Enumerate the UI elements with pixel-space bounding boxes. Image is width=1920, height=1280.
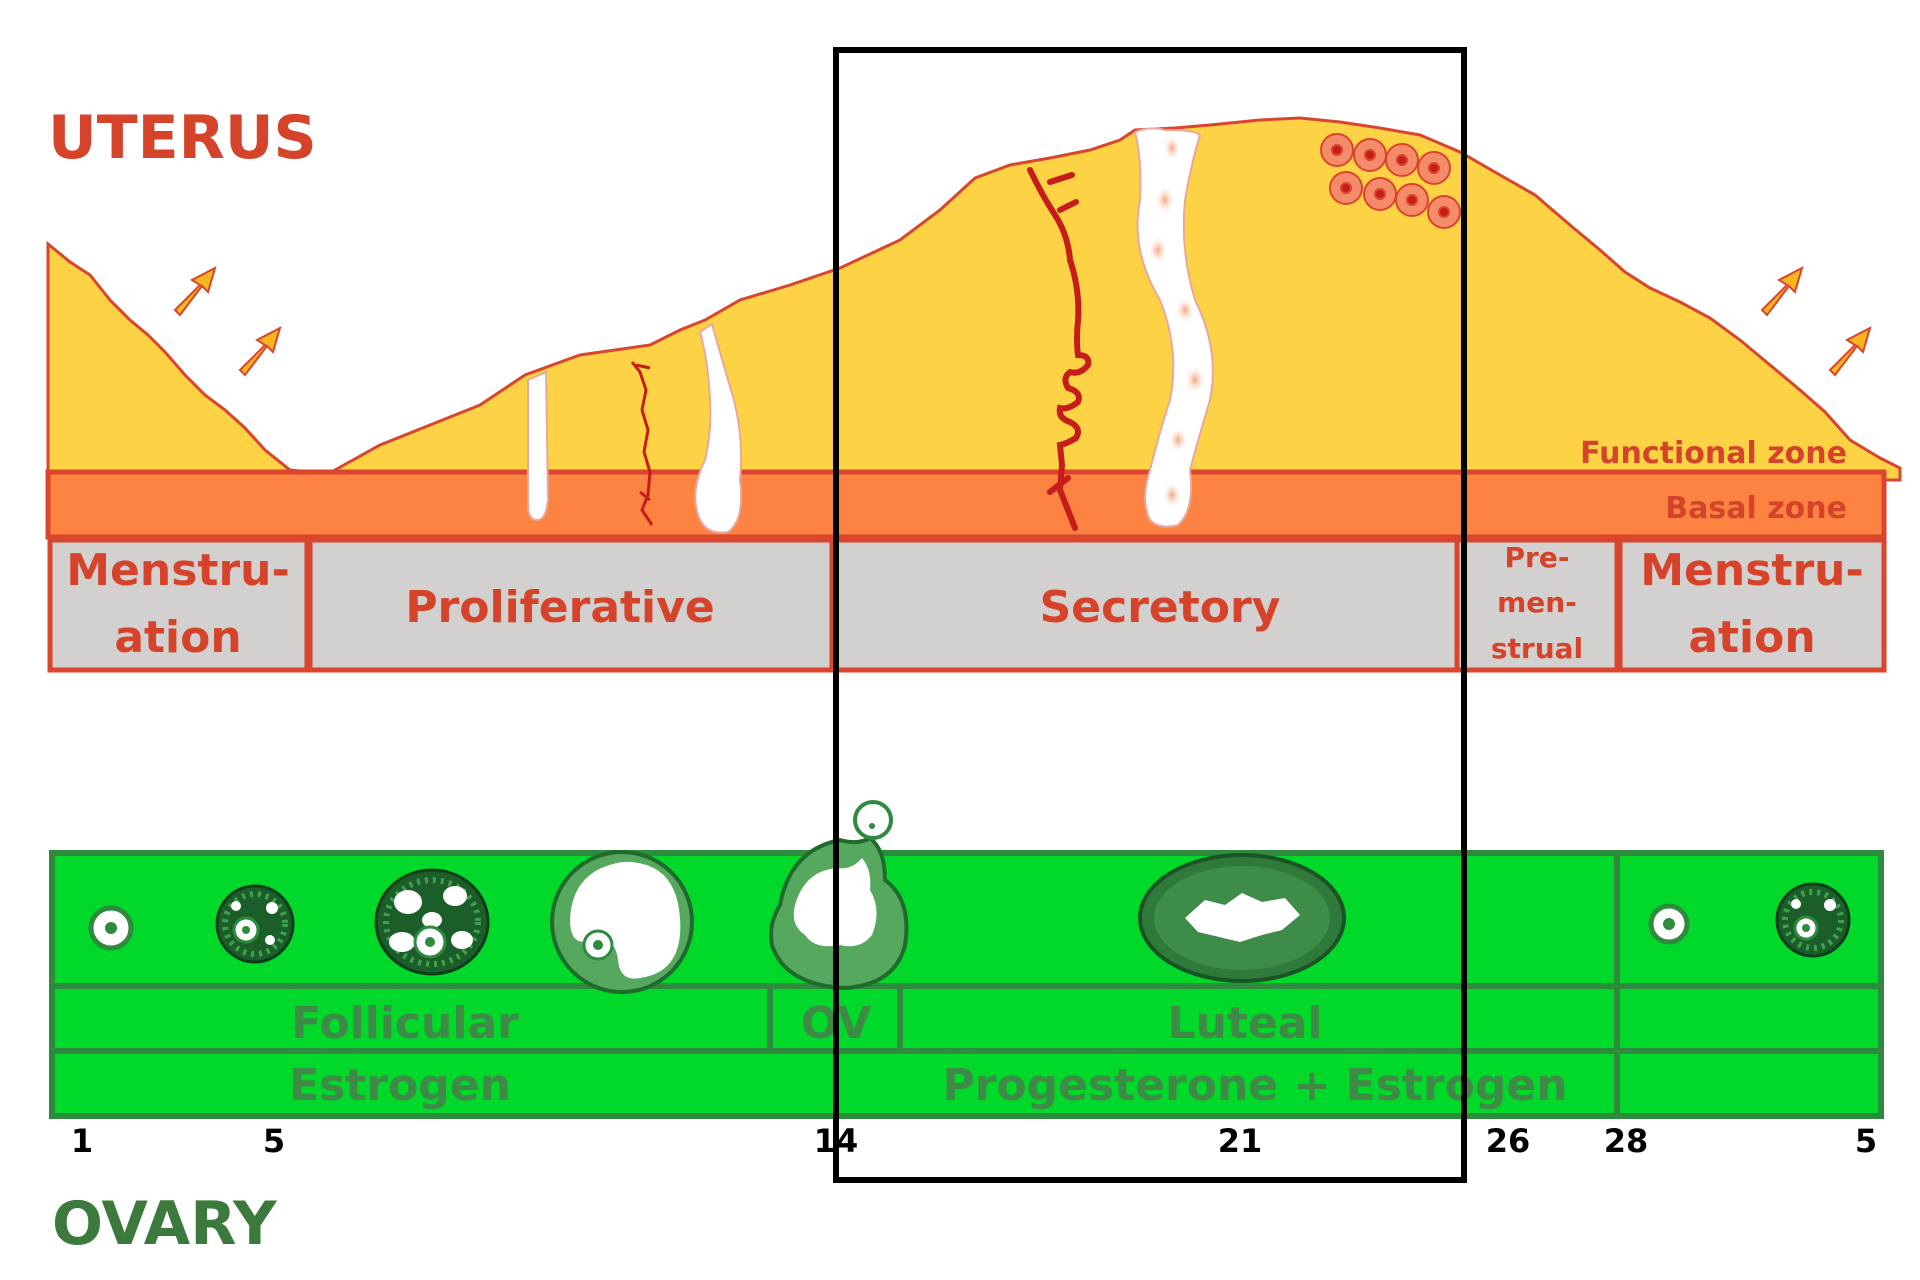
menstruation-end-line1: Menstru- xyxy=(1640,545,1863,596)
ovary-title: OVARY xyxy=(52,1189,278,1259)
day-28: 28 xyxy=(1604,1122,1649,1160)
menstruation-start-line1: Menstru- xyxy=(66,545,289,596)
hormone-row-end xyxy=(1614,1048,1884,1119)
premenstrual-line1: Pre- xyxy=(1505,541,1570,574)
highlight-frame xyxy=(833,47,1467,1183)
progesterone-estrogen-label: Progesterone + Estrogen xyxy=(942,1060,1567,1111)
tertiary-follicle xyxy=(550,850,694,994)
phase-proliferative xyxy=(307,537,835,673)
uterus-phase-bar: Menstru- ation Proliferative Secretory P… xyxy=(47,537,1887,673)
functional-zone-left xyxy=(46,240,312,482)
shed-arrow-icon xyxy=(1760,266,1804,317)
premenstrual-line3: strual xyxy=(1491,632,1583,665)
shedding-arrows xyxy=(173,266,1872,377)
shed-arrow-icon xyxy=(173,266,217,317)
basal-zone-label: Basal zone xyxy=(1665,491,1847,526)
basal-zone-band xyxy=(45,469,1887,540)
secondary-follicle xyxy=(374,868,490,976)
day-1: 1 xyxy=(71,1122,93,1160)
shed-arrow-icon xyxy=(1828,326,1872,377)
ovary-band: Follicular OV Luteal Estrogen Progestero… xyxy=(49,850,1884,1119)
follicular-label: Follicular xyxy=(291,998,519,1049)
functional-zone-label: Functional zone xyxy=(1580,436,1847,471)
phase-menstruation-start xyxy=(47,537,310,673)
menstruation-end-line2: ation xyxy=(1688,612,1815,663)
menstruation-start-line2: ation xyxy=(114,612,241,663)
corpus-luteum xyxy=(1138,853,1346,983)
ovary-phase-end xyxy=(1614,983,1884,1054)
spiral-artery-large xyxy=(1027,167,1092,531)
phase-secretory xyxy=(829,537,1460,673)
secretory-label: Secretory xyxy=(1040,582,1281,633)
primary-follicle xyxy=(215,884,295,964)
released-oocyte xyxy=(853,800,893,840)
day-5-next: 5 xyxy=(1855,1122,1877,1160)
gland-1 xyxy=(527,370,550,522)
luteal-label: Luteal xyxy=(1167,998,1322,1049)
primary-follicle-next xyxy=(1775,882,1851,958)
day-21: 21 xyxy=(1218,1122,1263,1160)
premenstrual-line2: men- xyxy=(1497,586,1577,619)
gland-2 xyxy=(694,322,743,534)
uterus-title: UTERUS xyxy=(48,103,317,173)
decidual-cells xyxy=(1320,133,1461,229)
phase-premenstrual xyxy=(1454,537,1620,673)
ovary-phase-follicular xyxy=(49,983,773,1054)
day-5: 5 xyxy=(263,1122,285,1160)
gland-3 xyxy=(1133,127,1214,528)
estrogen-label: Estrogen xyxy=(289,1060,511,1111)
day-26: 26 xyxy=(1486,1122,1531,1160)
gland-3-secretion xyxy=(1148,134,1206,509)
day-axis: 1 5 14 21 26 28 5 xyxy=(71,1122,1877,1160)
proliferative-label: Proliferative xyxy=(405,582,714,633)
shed-arrow-icon xyxy=(238,326,282,377)
phase-menstruation-end xyxy=(1617,537,1887,673)
primordial-follicle-next xyxy=(1648,903,1690,945)
primordial-follicle xyxy=(88,905,134,951)
functional-zone-main xyxy=(333,116,1902,482)
spiral-artery-small xyxy=(630,361,654,526)
